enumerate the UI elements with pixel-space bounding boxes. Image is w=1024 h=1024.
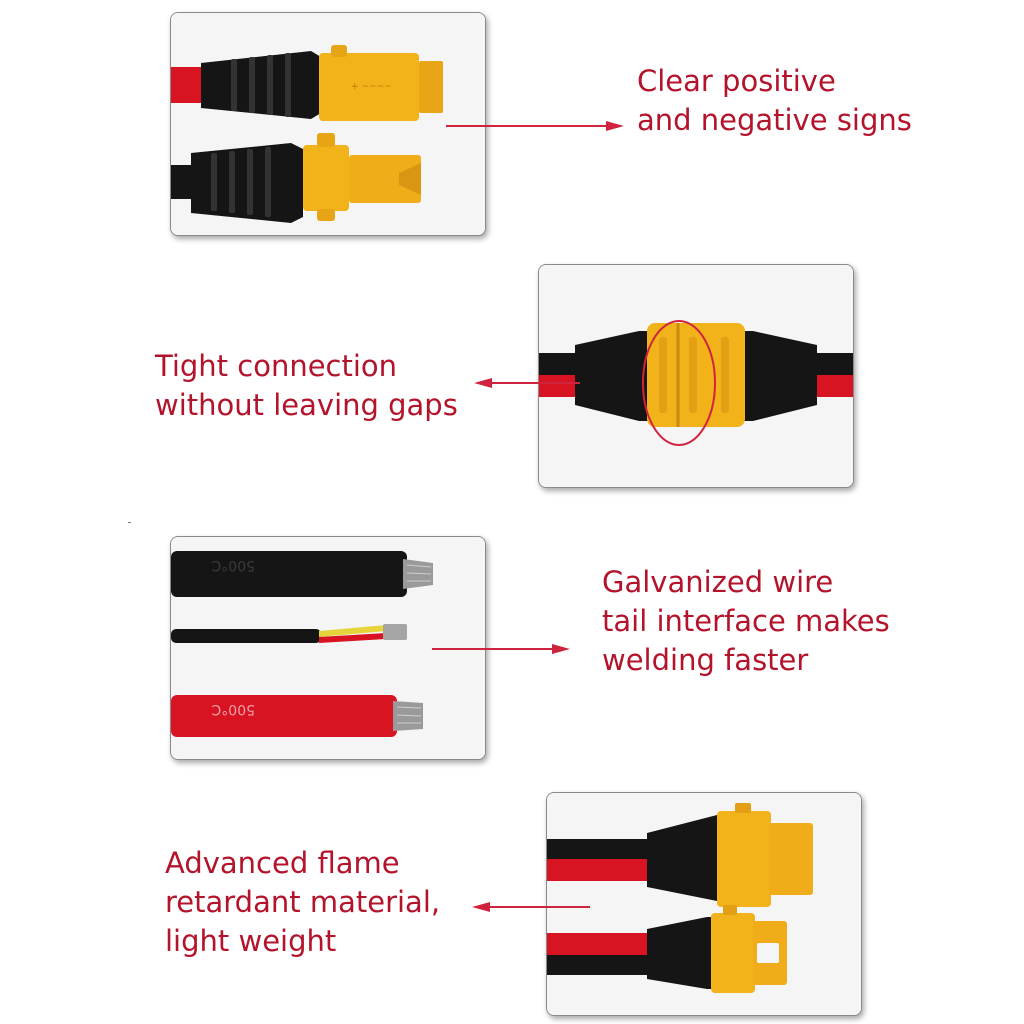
mated-connector-photo (539, 265, 853, 487)
caption-line: Galvanized wire (602, 565, 834, 599)
arrow-right-3 (432, 644, 570, 654)
caption-line: light weight (165, 924, 337, 958)
feature-2-caption: Tight connection without leaving gaps (155, 347, 458, 425)
temperature-marking: 500°C (211, 701, 255, 717)
svg-text:+ ~~~~: + ~~~~ (351, 82, 392, 92)
caption-line: welding faster (602, 643, 809, 677)
temperature-marking: 500°C (211, 557, 255, 573)
xt-connector-pair-photo: + ~~~~ (171, 13, 485, 235)
feature-1-caption: Clear positive and negative signs (637, 62, 912, 140)
arrow-left-2 (474, 378, 580, 388)
feature-2-photo (538, 264, 854, 488)
caption-line: and negative signs (637, 103, 912, 137)
stray-mark (128, 522, 131, 523)
caption-line: retardant material, (165, 885, 441, 919)
caption-line: Clear positive (637, 64, 836, 98)
feature-4-photo (546, 792, 862, 1016)
arrow-right-1 (446, 121, 624, 131)
connector-pair-photo (547, 793, 861, 1015)
feature-3-caption: Galvanized wire tail interface makes wel… (602, 563, 890, 680)
caption-line: Advanced flame (165, 846, 400, 880)
feature-1-photo: + ~~~~ (170, 12, 486, 236)
caption-line: Tight connection (155, 349, 398, 383)
feature-4-caption: Advanced flame retardant material, light… (165, 844, 440, 961)
caption-line: tail interface makes (602, 604, 890, 638)
arrow-left-4 (472, 902, 590, 912)
caption-line: without leaving gaps (155, 388, 458, 422)
